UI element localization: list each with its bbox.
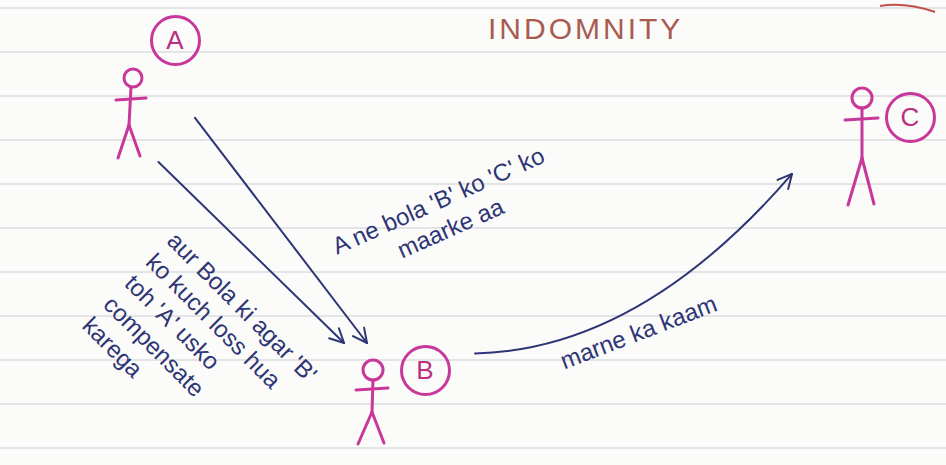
circled-letter: C (885, 92, 936, 143)
circled-letter: B (400, 345, 451, 396)
person-node: A (108, 15, 195, 162)
node-label: C (901, 104, 920, 130)
node-label: A (166, 27, 183, 53)
circled-letter: A (150, 15, 201, 66)
arrow-label: aur Bola ki agar 'B' ko kuch loss hua to… (76, 226, 323, 465)
title-text: INDOMNITY (488, 12, 683, 46)
person-node: C (792, 85, 940, 212)
node-label: B (416, 357, 433, 383)
person-node: B (340, 343, 475, 447)
arrow-label: A ne bola 'B' ko 'C' ko maarke aa (325, 139, 564, 289)
arrow-label: marne ka kaam (556, 283, 735, 376)
